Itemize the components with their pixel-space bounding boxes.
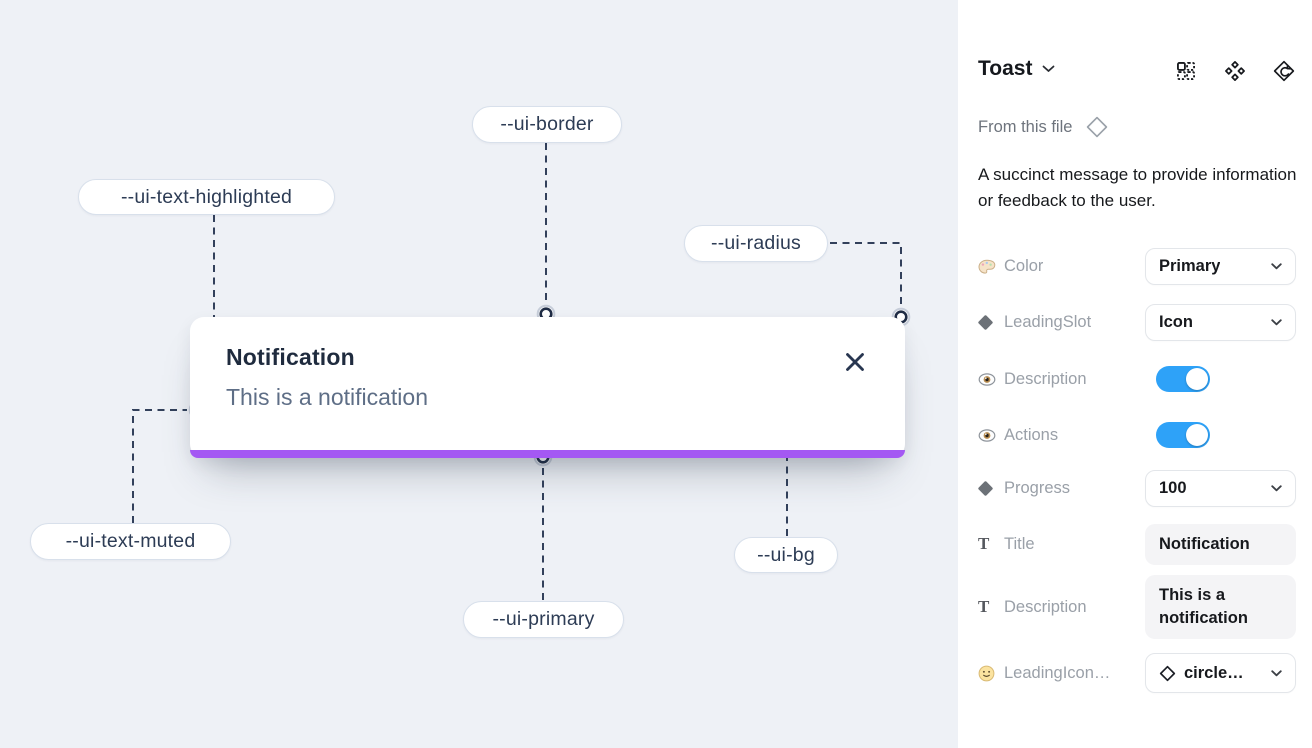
source-label: From this file	[978, 117, 1073, 136]
close-icon[interactable]	[843, 350, 867, 374]
apply-variant-grid-icon[interactable]	[1175, 60, 1197, 82]
property-label: LeadingIcon…	[1004, 663, 1111, 682]
toast-title: Notification	[226, 344, 355, 370]
property-label: Description	[1004, 597, 1087, 616]
toast-progress-bar	[190, 450, 905, 458]
diamond-icon	[977, 480, 998, 497]
toast-component[interactable]: Notification This is a notification	[190, 317, 905, 458]
annotation-ui-border[interactable]: --ui-border	[472, 106, 622, 143]
property-row-progress: Progress 100	[977, 470, 1296, 507]
title-input[interactable]: Notification	[1145, 523, 1296, 565]
select-value: Icon	[1159, 313, 1193, 331]
property-label: Title	[1004, 534, 1035, 553]
source-row: From this file	[978, 114, 1110, 140]
instance-swap-icon[interactable]	[1273, 60, 1295, 82]
actions-toggle[interactable]	[1156, 422, 1210, 448]
eye-icon	[978, 372, 998, 386]
chevron-down-icon	[1043, 65, 1055, 72]
property-row-actions-toggle: Actions	[978, 422, 1296, 448]
chevron-down-icon	[1271, 263, 1282, 270]
toast-description: This is a notification	[226, 384, 428, 410]
property-row-leadingicon: LeadingIcon… circle…	[978, 653, 1296, 693]
component-title-dropdown[interactable]: Toast	[978, 57, 1055, 81]
annotation-ui-bg[interactable]: --ui-bg	[734, 537, 838, 573]
toggle-knob	[1186, 424, 1208, 446]
annotation-ui-primary[interactable]: --ui-primary	[463, 601, 624, 638]
leadingicon-select[interactable]: circle…	[1145, 653, 1296, 693]
property-label: LeadingSlot	[1004, 313, 1092, 331]
component-description: A succinct message to provide informatio…	[978, 165, 1297, 210]
property-label: Description	[1004, 369, 1087, 388]
select-value: Primary	[1159, 257, 1221, 275]
color-select[interactable]: Primary	[1145, 248, 1296, 285]
properties-panel: Toast	[958, 0, 1312, 748]
progress-select[interactable]: 100	[1145, 470, 1296, 507]
text-icon: T	[978, 534, 990, 553]
chevron-down-icon	[1271, 485, 1282, 492]
property-row-color: Color Primary	[978, 248, 1296, 285]
select-value: 100	[1159, 479, 1187, 497]
property-row-description-text: T Description This is a notification	[978, 575, 1296, 639]
property-row-description-toggle: Description	[978, 366, 1296, 392]
property-label: Color	[1004, 257, 1044, 275]
description-toggle[interactable]	[1156, 366, 1210, 392]
palette-icon	[978, 259, 998, 275]
design-canvas[interactable]: Notification This is a notification --ui…	[0, 0, 958, 748]
smiley-icon	[978, 665, 998, 682]
header-actions	[1175, 60, 1295, 82]
eye-icon	[978, 428, 998, 442]
toggle-knob	[1186, 368, 1208, 390]
text-icon: T	[978, 597, 990, 616]
diamond-outline-icon	[1159, 665, 1176, 681]
chevron-down-icon	[1271, 669, 1282, 676]
property-label: Actions	[1004, 425, 1059, 444]
annotation-ui-text-muted[interactable]: --ui-text-muted	[30, 523, 231, 560]
property-row-title: T Title Notification	[978, 523, 1296, 565]
diamond-icon	[977, 314, 998, 331]
property-label: Progress	[1004, 479, 1071, 497]
annotation-ui-text-highlighted[interactable]: --ui-text-highlighted	[78, 179, 335, 215]
diamond-outline-icon	[1087, 116, 1108, 138]
select-value: circle…	[1184, 663, 1244, 682]
annotation-ui-radius[interactable]: --ui-radius	[684, 225, 828, 262]
component-diamonds-icon[interactable]	[1224, 60, 1246, 82]
leadingslot-select[interactable]: Icon	[1145, 304, 1296, 341]
property-row-leadingslot: LeadingSlot Icon	[977, 304, 1296, 341]
description-input[interactable]: This is a notification	[1145, 575, 1296, 639]
component-title: Toast	[978, 57, 1033, 80]
chevron-down-icon	[1271, 319, 1282, 326]
